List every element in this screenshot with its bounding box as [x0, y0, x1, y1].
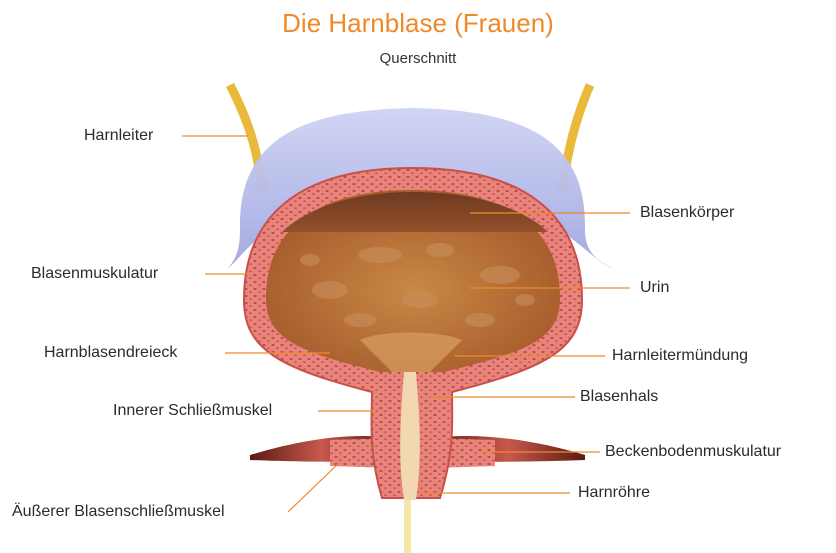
label-harnleiter: Harnleiter: [84, 126, 153, 146]
label-blasenhals: Blasenhals: [580, 387, 658, 407]
label-aeusserer-blasenschliessmuskel: Äußerer Blasenschließmuskel: [12, 502, 225, 522]
label-beckenbodenmuskulatur: Beckenbodenmuskulatur: [605, 442, 781, 462]
label-blasenkoerper: Blasenkörper: [640, 203, 734, 223]
label-harnroehre: Harnröhre: [578, 483, 650, 503]
label-innerer-schliessmuskel: Innerer Schließmuskel: [113, 401, 272, 421]
label-urin: Urin: [640, 278, 669, 298]
label-harnblasendreieck: Harnblasendreieck: [44, 343, 177, 363]
label-harnleitermuendung: Harnleitermündung: [612, 346, 748, 366]
label-blasenmuskulatur: Blasenmuskulatur: [31, 264, 158, 284]
